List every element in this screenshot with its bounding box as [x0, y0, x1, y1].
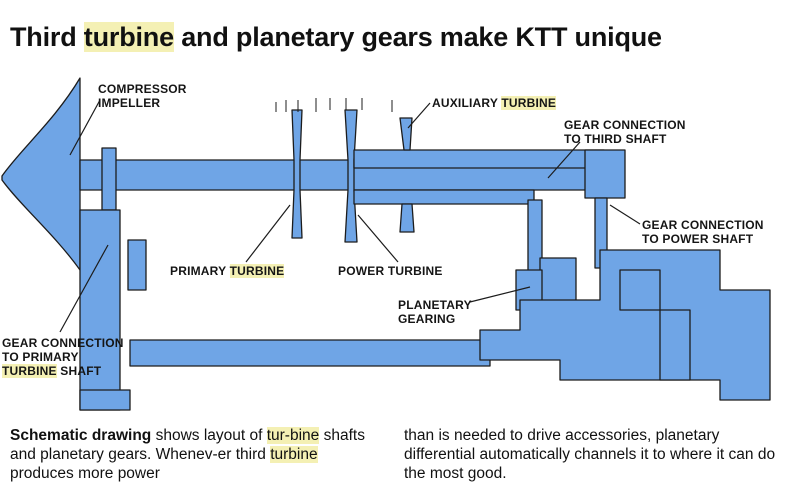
auxiliary-turbine-lower: [399, 203, 415, 233]
primary-turbine-shaft: [79, 209, 121, 411]
gearbox-gear-stack: [659, 309, 691, 381]
compressor-impeller: [1, 77, 81, 271]
label-gear-connection-power-shaft: GEAR CONNECTION TO POWER SHAFT: [642, 218, 764, 246]
primary-turbine-disc: [291, 109, 303, 239]
compressor-gear: [101, 147, 117, 211]
label-primary-turbine: PRIMARY TURBINE: [170, 264, 285, 278]
label-planetary-gearing: PLANETARY GEARING: [398, 298, 472, 326]
primary-gear-connection: [127, 239, 147, 291]
power-turbine-disc: [344, 109, 358, 243]
third-shaft-gear: [584, 149, 626, 199]
label-compressor-impeller: COMPRESSOR IMPELLER: [98, 82, 187, 110]
caption-right: than is needed to drive accessories, pla…: [404, 427, 776, 482]
label-power-turbine: POWER TURBINE: [338, 264, 443, 278]
label-auxiliary-turbine: AUXILIARY TURBINE: [432, 96, 557, 110]
caption-left: Schematic drawing shows layout of tur-bi…: [10, 427, 365, 482]
page-title: Third turbine and planetary gears make K…: [10, 22, 662, 52]
label-gear-connection-primary-turbine-shaft: GEAR CONNECTION TO PRIMARY TURBINE SHAFT: [2, 336, 124, 378]
auxiliary-turbine: [399, 117, 413, 151]
output-shaft: [129, 339, 491, 367]
power-shaft-lower: [353, 189, 535, 205]
lower-flange: [79, 389, 131, 411]
ktt-schematic-diagram: [1, 77, 771, 411]
power-shaft: [353, 149, 605, 169]
gearbox-housing: [479, 249, 771, 401]
gearbox-inner: [619, 269, 661, 311]
label-gear-connection-third-shaft: GEAR CONNECTION TO THIRD SHAFT: [564, 118, 686, 146]
